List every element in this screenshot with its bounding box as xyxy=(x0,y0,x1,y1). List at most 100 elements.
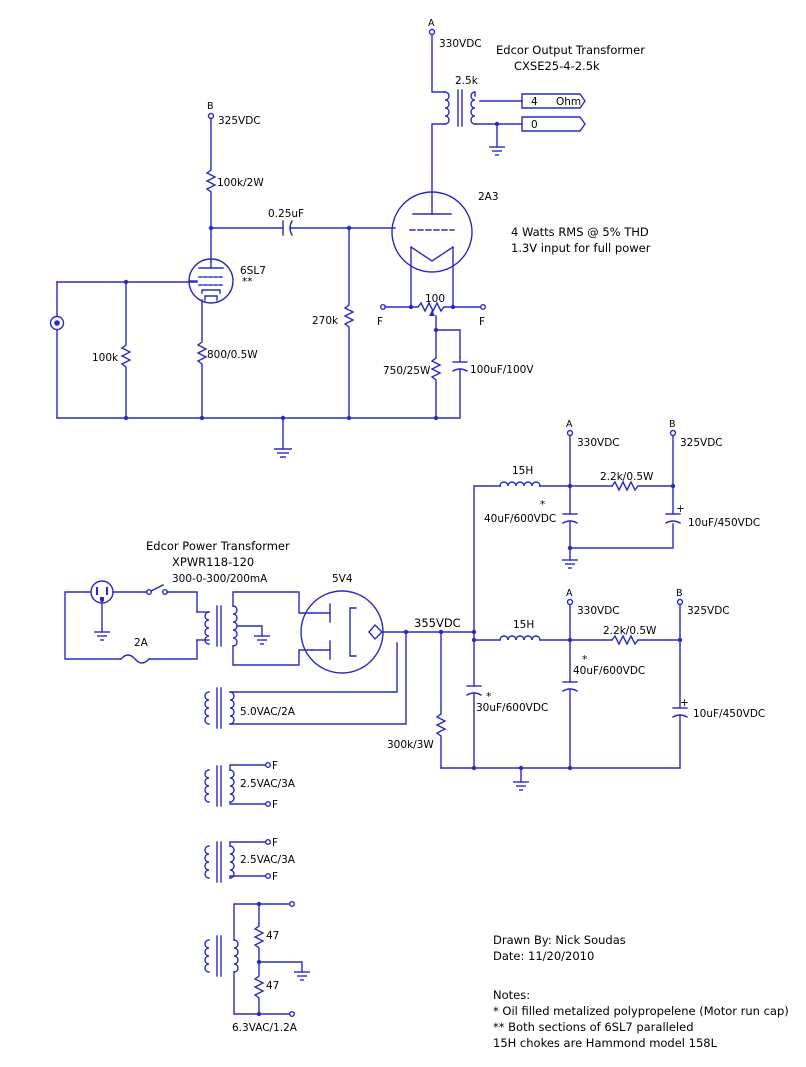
note-2: ** Both sections of 6SL7 paralleled xyxy=(493,1020,694,1034)
grid-resistor-100k: 100k xyxy=(92,281,132,419)
svg-text:B: B xyxy=(207,101,214,112)
svg-text:750/25W: 750/25W xyxy=(383,365,431,377)
svg-text:100: 100 xyxy=(425,293,445,305)
svg-text:F: F xyxy=(272,871,278,883)
output-cathode-network: 750/25W 100uF/100V xyxy=(383,315,534,419)
svg-text:**: ** xyxy=(242,276,253,288)
drawing-date: Date: 11/20/2010 xyxy=(493,949,594,963)
svg-text:10uF/450VDC: 10uF/450VDC xyxy=(693,708,765,720)
svg-text:A: A xyxy=(566,419,573,430)
svg-text:2.5VAC/3A: 2.5VAC/3A xyxy=(240,854,296,866)
fuse-2a: 2A xyxy=(120,637,198,664)
svg-text:5V4: 5V4 xyxy=(332,573,353,585)
svg-text:325VDC: 325VDC xyxy=(218,115,261,127)
b-plus-355: 355VDC xyxy=(414,616,461,630)
note-1: * Oil filled metalized polypropelene (Mo… xyxy=(493,1004,789,1018)
grid-resistor-270k: 270k xyxy=(312,227,355,419)
rectifier-5v4: 5V4 xyxy=(300,573,442,674)
hum-balance-pot: F F 100 xyxy=(377,293,487,328)
svg-text:100uF/100V: 100uF/100V xyxy=(470,364,534,376)
svg-text:F: F xyxy=(377,316,383,328)
svg-text:40uF/600VDC: 40uF/600VDC xyxy=(484,513,556,525)
svg-text:2.2k/0.5W: 2.2k/0.5W xyxy=(603,625,657,637)
drawn-by: Drawn By: Nick Soudas xyxy=(493,933,626,947)
heater-winding-2: F F 2.5VAC/3A xyxy=(204,837,296,883)
rail-b-top: B 325VDC 100k/2W xyxy=(205,101,264,263)
svg-text:300k/3W: 300k/3W xyxy=(387,739,434,751)
amplifier-section: 100k 6SL7 ** 800/0.5W B 325VDC 100k/2W xyxy=(49,18,651,458)
svg-text:15H: 15H xyxy=(512,465,533,477)
cathode-resistor-800: 800/0.5W xyxy=(196,299,258,419)
svg-text:+: + xyxy=(676,503,685,515)
svg-text:*: * xyxy=(582,654,587,666)
svg-text:4: 4 xyxy=(531,96,538,108)
svg-text:330VDC: 330VDC xyxy=(439,38,482,50)
tube-2a3: 2A3 xyxy=(391,191,499,308)
svg-text:330VDC: 330VDC xyxy=(577,605,620,617)
power-switch xyxy=(145,584,198,613)
psu-ground xyxy=(513,767,529,791)
svg-text:0.25uF: 0.25uF xyxy=(268,208,304,220)
svg-text:*: * xyxy=(540,499,545,511)
svg-text:10uF/450VDC: 10uF/450VDC xyxy=(688,517,760,529)
svg-text:Edcor Output Transformer: Edcor Output Transformer xyxy=(496,43,645,57)
svg-text:800/0.5W: 800/0.5W xyxy=(207,349,258,361)
svg-text:5.0VAC/2A: 5.0VAC/2A xyxy=(240,706,296,718)
svg-text:F: F xyxy=(272,799,278,811)
svg-text:47: 47 xyxy=(266,930,279,942)
upper-filter-branch: 15H A 330VDC * 40uF/600VDC 2.2k/0.5W B 3… xyxy=(473,419,760,633)
power-transformer xyxy=(196,591,313,666)
svg-text:F: F xyxy=(272,760,278,772)
power-transformer-title: Edcor Power Transformer xyxy=(146,539,290,553)
spec-power: 4 Watts RMS @ 5% THD xyxy=(511,225,649,239)
svg-text:*: * xyxy=(486,691,491,703)
svg-text:CXSE25-4-2.5k: CXSE25-4-2.5k xyxy=(514,59,600,73)
power-transformer-model: XPWR118-120 xyxy=(172,555,254,569)
svg-text:47: 47 xyxy=(266,980,279,992)
svg-text:15H: 15H xyxy=(513,619,534,631)
svg-text:270k: 270k xyxy=(312,315,339,327)
svg-text:6SL7: 6SL7 xyxy=(240,265,266,277)
svg-text:F: F xyxy=(272,837,278,849)
mains-plug xyxy=(64,580,148,660)
svg-text:2A: 2A xyxy=(134,637,149,649)
lower-filter-branch: 15H A 330VDC * 40uF/600VDC 2.2k/0.5W B 3… xyxy=(471,588,765,769)
notes-block: Drawn By: Nick Soudas Date: 11/20/2010 N… xyxy=(493,933,789,1050)
hv-secondary-label: 300-0-300/200mA xyxy=(172,573,268,585)
svg-text:6.3VAC/1.2A: 6.3VAC/1.2A xyxy=(232,1022,298,1034)
svg-text:325VDC: 325VDC xyxy=(687,605,730,617)
input-jack xyxy=(49,281,65,419)
svg-text:2.2k/0.5W: 2.2k/0.5W xyxy=(600,471,654,483)
filter-cap-30uf: * 30uF/600VDC xyxy=(466,631,548,769)
spec-input: 1.3V input for full power xyxy=(511,241,651,255)
svg-text:2.5VAC/3A: 2.5VAC/3A xyxy=(240,778,296,790)
svg-text:F: F xyxy=(479,316,485,328)
svg-text:B: B xyxy=(676,588,683,599)
svg-text:A: A xyxy=(428,18,435,29)
heater-winding-1: F F 2.5VAC/3A xyxy=(204,760,296,811)
ground-symbol xyxy=(274,417,292,458)
svg-text:Ohm: Ohm xyxy=(556,96,581,108)
svg-text:B: B xyxy=(669,419,676,430)
heater-winding-3: 47 47 6.3VAC/1.2A xyxy=(204,901,310,1034)
svg-text:330VDC: 330VDC xyxy=(577,437,620,449)
bleeder-resistor: 300k/3W xyxy=(387,631,447,769)
output-transformer: A 330VDC 4 Ohm 0 2.5k Edcor Output Trans… xyxy=(428,18,645,193)
svg-text:325VDC: 325VDC xyxy=(680,437,723,449)
svg-text:30uF/600VDC: 30uF/600VDC xyxy=(476,702,548,714)
svg-text:40uF/600VDC: 40uF/600VDC xyxy=(573,665,645,677)
note-3: 15H chokes are Hammond model 158L xyxy=(493,1036,718,1050)
svg-text:100k: 100k xyxy=(92,352,119,364)
svg-text:A: A xyxy=(566,588,573,599)
notes-heading: Notes: xyxy=(493,988,530,1002)
tube-6sl7: 6SL7 ** xyxy=(188,258,266,304)
svg-text:2A3: 2A3 xyxy=(478,191,499,203)
power-supply-section: Edcor Power Transformer XPWR118-120 300-… xyxy=(64,419,765,1034)
svg-text:2.5k: 2.5k xyxy=(455,75,479,87)
svg-text:0: 0 xyxy=(531,119,538,131)
svg-text:100k/2W: 100k/2W xyxy=(217,177,264,189)
rect-heater-winding: 5.0VAC/2A xyxy=(204,629,409,729)
svg-text:+: + xyxy=(680,697,689,709)
coupling-cap: 0.25uF xyxy=(210,208,396,236)
